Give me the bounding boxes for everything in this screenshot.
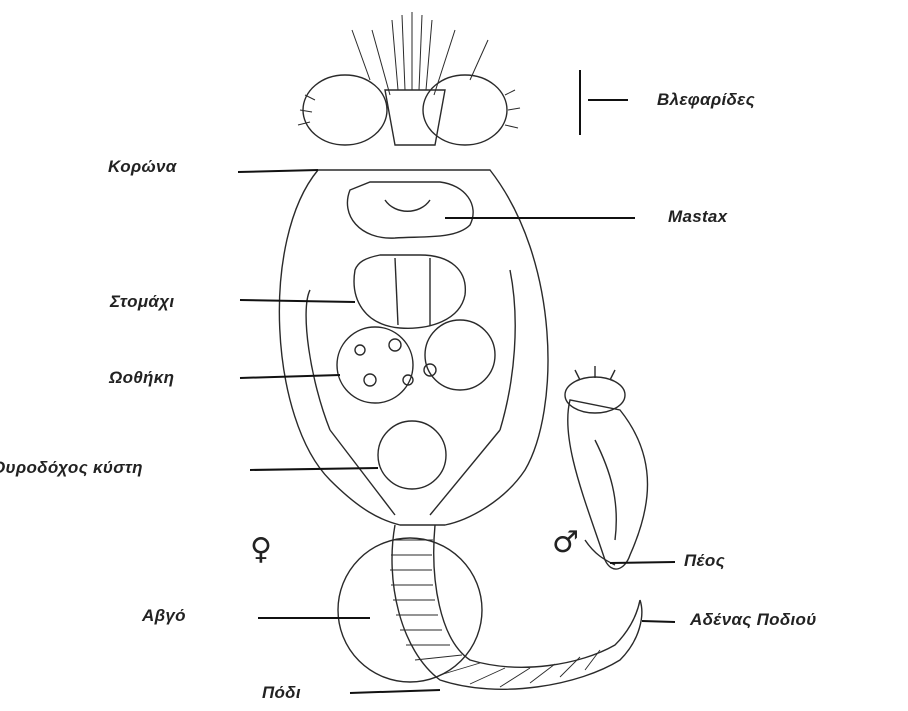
label-adenas: Αδένας Ποδιού [690, 610, 817, 630]
label-avgo: Αβγό [142, 606, 186, 626]
label-ourodochos: Ουροδόχος κύστη [0, 458, 143, 478]
cilia [298, 12, 520, 128]
corona-right-lobe [423, 75, 507, 145]
label-korona: Κορώνα [108, 157, 177, 177]
foot-shape [392, 525, 642, 689]
bladder-shape [378, 421, 446, 489]
label-peos: Πέος [684, 551, 725, 571]
corona-left-lobe [303, 75, 387, 145]
label-oothiki: Ωοθήκη [109, 368, 174, 388]
pointer-lines [238, 70, 675, 693]
female-symbol: ♀ [250, 532, 272, 567]
body-outline [279, 170, 548, 525]
mastax-shape [347, 182, 473, 238]
ovary-left [337, 327, 413, 403]
egg-shape [338, 538, 482, 682]
label-mastax: Mastax [668, 207, 727, 227]
corona-center [385, 90, 445, 145]
label-vlefarides: Βλεφαρίδες [657, 90, 755, 110]
male-symbol: ♂ [552, 525, 579, 560]
stomach-shape [354, 255, 465, 328]
label-stomachi: Στομάχι [110, 292, 174, 312]
ovary-right [425, 320, 495, 390]
label-podi: Πόδι [262, 683, 301, 703]
